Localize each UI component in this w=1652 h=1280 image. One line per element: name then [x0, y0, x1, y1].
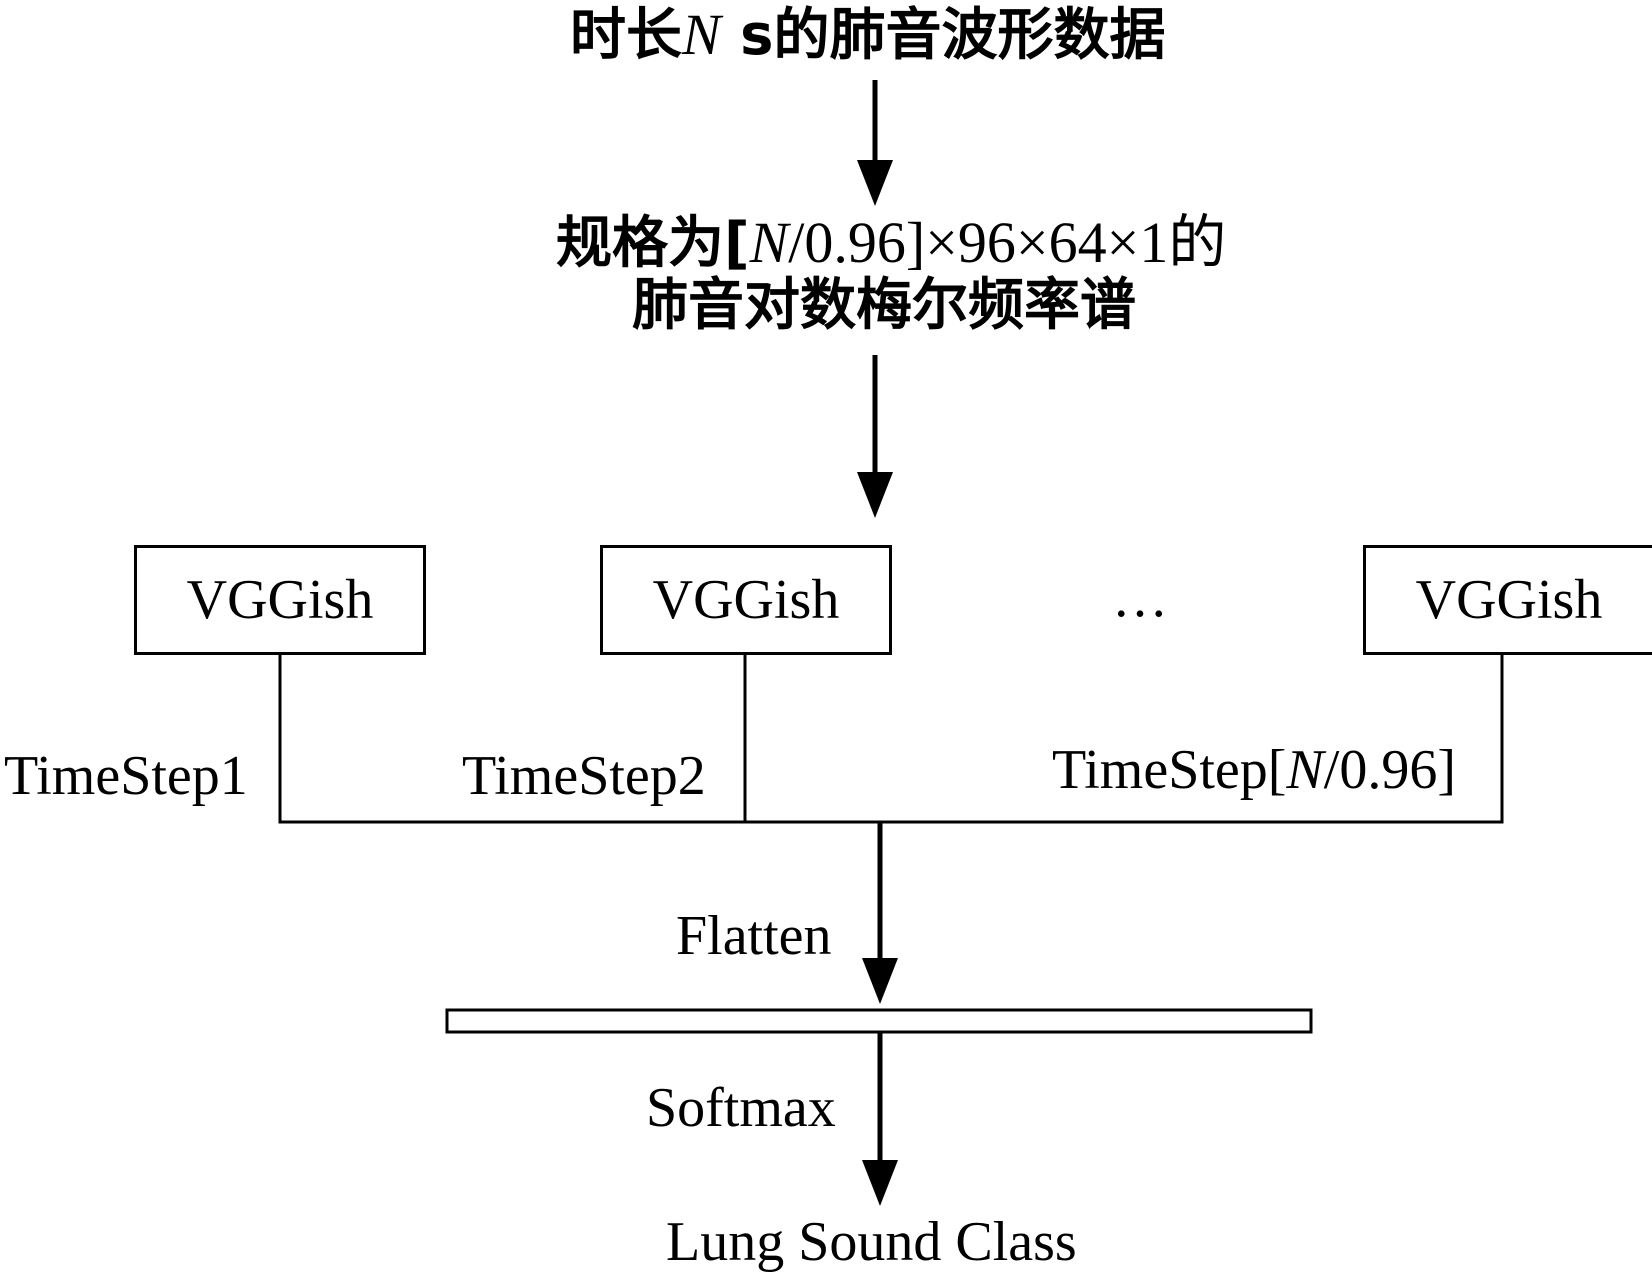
output-class-text: Lung Sound Class: [666, 1211, 1077, 1273]
timestep-n-prefix: TimeStep[: [1052, 739, 1287, 801]
timestep-n-label: TimeStep[N/0.96]: [1052, 742, 1456, 798]
spectrogram-line1-var: N: [749, 210, 789, 275]
softmax-text: Softmax: [646, 1077, 836, 1139]
timestep-2-label: TimeStep2: [462, 748, 706, 804]
ellipsis-text: …: [1112, 567, 1168, 629]
input-suffix: s的肺音波形数据: [720, 3, 1166, 68]
arrowhead-4: [862, 1160, 898, 1206]
ellipsis: …: [1112, 570, 1168, 626]
vggish-block-2: VGGish: [600, 545, 892, 655]
timestep-1-label: TimeStep1: [4, 748, 248, 804]
timestep-n-var: N: [1286, 739, 1324, 801]
vggish-block-n-label: VGGish: [1415, 569, 1603, 631]
flatten-layer-bar: [445, 1008, 1313, 1034]
vggish-block-2-label: VGGish: [652, 569, 840, 631]
spectrogram-label-line1: 规格为[N/0.96]×96×64×1的: [556, 214, 1226, 272]
spectrogram-line1-suffix-part: /0.96]×96×64×1的: [788, 210, 1227, 275]
vggish-block-1-label: VGGish: [186, 569, 374, 631]
arrowhead-1: [857, 160, 893, 206]
spectrogram-line2: 肺音对数梅尔频率谱: [632, 273, 1136, 338]
input-prefix: 时长: [570, 3, 682, 68]
arrowhead-3: [862, 958, 898, 1004]
timestep-2-text: TimeStep2: [462, 745, 706, 807]
input-var: N: [682, 2, 721, 67]
input-waveform-label: 时长N s的肺音波形数据: [570, 6, 1166, 64]
timestep-1-text: TimeStep1: [4, 745, 248, 807]
flatten-label: Flatten: [676, 908, 832, 964]
timestep-n-suffix: /0.96]: [1323, 739, 1456, 801]
vggish-block-n: VGGish: [1363, 545, 1652, 655]
spectrogram-label-line2: 肺音对数梅尔频率谱: [632, 278, 1136, 334]
flatten-text: Flatten: [676, 905, 832, 967]
softmax-label: Softmax: [646, 1080, 836, 1136]
arrowhead-2: [857, 472, 893, 518]
output-class-label: Lung Sound Class: [666, 1214, 1077, 1270]
spectrogram-line1-prefix: 规格为[: [556, 211, 750, 276]
vggish-block-1: VGGish: [134, 545, 426, 655]
